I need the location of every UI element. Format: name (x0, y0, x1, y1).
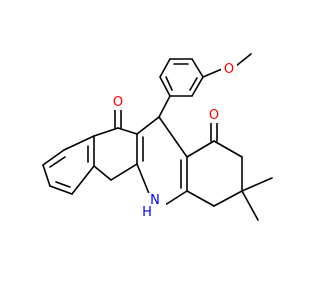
bond (93, 165, 112, 181)
bond (241, 177, 273, 192)
bond (42, 149, 65, 166)
bond-inner (165, 76, 173, 91)
bond-inner (49, 156, 66, 168)
atom-label-nitrogen: N (150, 193, 160, 208)
molecule-diagram: O O O N H (42, 53, 273, 221)
bond-inner (189, 77, 198, 91)
bond (136, 116, 160, 135)
atom-label-oxygen-methoxy: O (224, 62, 234, 77)
bond (202, 68, 223, 78)
bond (191, 76, 204, 97)
atom-label-oxygen-indenone: O (113, 95, 123, 110)
atom-label-nitrogen-hydrogen: H (142, 205, 152, 220)
bond (93, 127, 119, 137)
structure-canvas: O O O N H (42, 53, 273, 221)
bond (159, 76, 171, 97)
bond (117, 127, 138, 135)
bond (191, 58, 204, 78)
bond (42, 164, 51, 187)
bond-inner (55, 181, 71, 188)
bond (136, 163, 151, 197)
bond (63, 135, 95, 151)
bond (49, 185, 73, 195)
bond (213, 140, 243, 158)
atom-labels: O O O N H (110, 60, 237, 220)
bonds (42, 53, 273, 221)
bond (159, 58, 171, 78)
bond (158, 95, 171, 118)
bond (235, 53, 252, 67)
bond (71, 165, 95, 195)
bond (110, 163, 138, 181)
bond (158, 116, 188, 158)
bond (241, 190, 259, 221)
atom-label-oxygen-ketone: O (209, 108, 219, 123)
bond (164, 190, 188, 206)
bond (186, 140, 215, 158)
bond (186, 190, 215, 207)
bond (213, 190, 243, 207)
